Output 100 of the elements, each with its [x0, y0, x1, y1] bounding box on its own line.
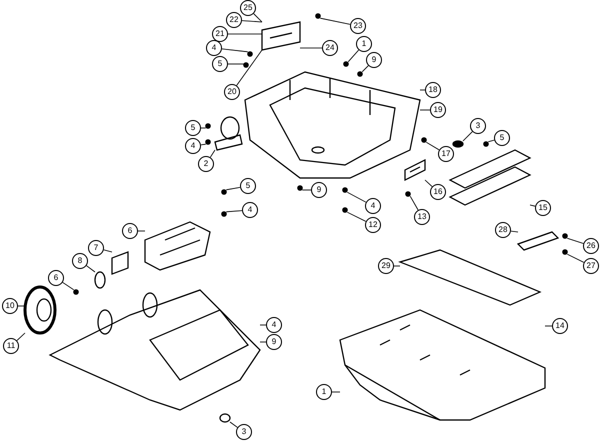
leader-line	[348, 50, 360, 62]
bracket-drawing	[261, 21, 301, 51]
terminal-block-drawing	[404, 159, 426, 181]
callout-number: 9	[266, 334, 282, 350]
callout-number: 4	[185, 138, 201, 154]
fastener-dot	[562, 233, 568, 239]
fastener-dot	[247, 51, 253, 57]
leader-line	[230, 422, 238, 428]
callout-number: 22	[226, 12, 242, 28]
callout-number: 25	[240, 0, 256, 16]
fastener-dot	[357, 71, 363, 77]
leader-line	[138, 230, 146, 232]
leader-line	[566, 254, 584, 263]
wheel-drawing	[24, 286, 56, 334]
callout-number: 28	[495, 222, 511, 238]
fastener-dot	[243, 62, 249, 68]
callout-number: 6	[122, 223, 138, 239]
callout-number: 5	[494, 130, 510, 146]
fastener-dot	[221, 189, 227, 195]
caster-drawing	[214, 116, 243, 151]
fastener-dot	[297, 185, 303, 191]
bracket-drawing	[516, 231, 560, 251]
callout-number: 5	[240, 178, 256, 194]
callout-number: 9	[311, 182, 327, 198]
callout-number: 10	[2, 298, 18, 314]
callout-number: 8	[72, 253, 88, 269]
leader-line	[510, 230, 518, 232]
leader-line	[362, 65, 369, 72]
grommet	[452, 140, 464, 148]
leader-line	[226, 187, 240, 190]
leader-line	[62, 282, 74, 290]
base-plate-drawing	[339, 309, 546, 421]
fastener-dot	[405, 191, 411, 197]
leader-line	[424, 180, 432, 187]
callout-number: 2	[198, 156, 214, 172]
callout-number: 5	[185, 120, 201, 136]
leader-line	[103, 250, 112, 252]
hub	[94, 271, 106, 289]
callout-number: 26	[583, 238, 599, 254]
callout-number: 13	[414, 209, 430, 225]
leader-line	[346, 192, 366, 203]
fastener-dot	[342, 207, 348, 213]
callout-number: 1	[316, 384, 332, 400]
fastener-dot	[343, 61, 349, 67]
callout-number: 15	[535, 200, 551, 216]
leader-line	[253, 13, 262, 22]
leader-line	[226, 210, 242, 212]
fastener-dot	[421, 137, 427, 143]
callout-number: 4	[242, 202, 258, 218]
leader-line	[16, 332, 26, 341]
leader-line	[260, 324, 266, 326]
leader-line	[346, 212, 366, 222]
leader-line	[426, 142, 440, 150]
callout-number: 4	[365, 198, 381, 214]
leader-line	[200, 144, 206, 146]
leader-line	[320, 18, 351, 25]
motor-drawing	[144, 221, 211, 271]
frame-drawing	[48, 289, 261, 411]
leader-line	[222, 48, 248, 52]
callout-number: 1	[356, 36, 372, 52]
cover-plate-drawing	[398, 249, 542, 306]
leader-line	[462, 131, 473, 142]
callout-number: 23	[350, 18, 366, 34]
leader-line	[210, 150, 216, 158]
leader-line	[236, 50, 262, 86]
leader-line	[86, 265, 96, 272]
callout-number: 3	[470, 118, 486, 134]
leader-line	[566, 238, 584, 244]
callout-number: 7	[88, 240, 104, 256]
callout-number: 4	[206, 40, 222, 56]
callout-number: 29	[378, 258, 394, 274]
coupling	[111, 251, 129, 275]
callout-number: 24	[322, 40, 338, 56]
fastener-dot	[73, 289, 79, 295]
callout-number: 11	[3, 338, 19, 354]
callout-number: 3	[236, 424, 252, 440]
callout-number: 12	[365, 217, 381, 233]
callout-number: 16	[430, 184, 446, 200]
callout-number: 20	[224, 84, 240, 100]
callout-number: 6	[48, 270, 64, 286]
callout-number: 18	[425, 82, 441, 98]
fastener-dot	[315, 13, 321, 19]
callout-number: 21	[212, 26, 228, 42]
callout-number: 4	[266, 317, 282, 333]
fastener-dot	[562, 249, 568, 255]
fastener-dot	[205, 139, 211, 145]
callout-number: 27	[583, 258, 599, 274]
leader-line	[242, 20, 262, 22]
leader-line	[530, 204, 536, 207]
fastener-dot	[221, 211, 227, 217]
panel-drawing	[448, 149, 532, 206]
fastener-dot	[342, 187, 348, 193]
leader-line	[410, 196, 418, 210]
frame-drawing	[244, 71, 421, 179]
callout-number: 5	[212, 56, 228, 72]
nut	[219, 413, 231, 423]
callout-number: 14	[552, 318, 568, 334]
callout-number: 19	[430, 102, 446, 118]
callout-number: 9	[366, 52, 382, 68]
leader-line	[488, 140, 495, 142]
